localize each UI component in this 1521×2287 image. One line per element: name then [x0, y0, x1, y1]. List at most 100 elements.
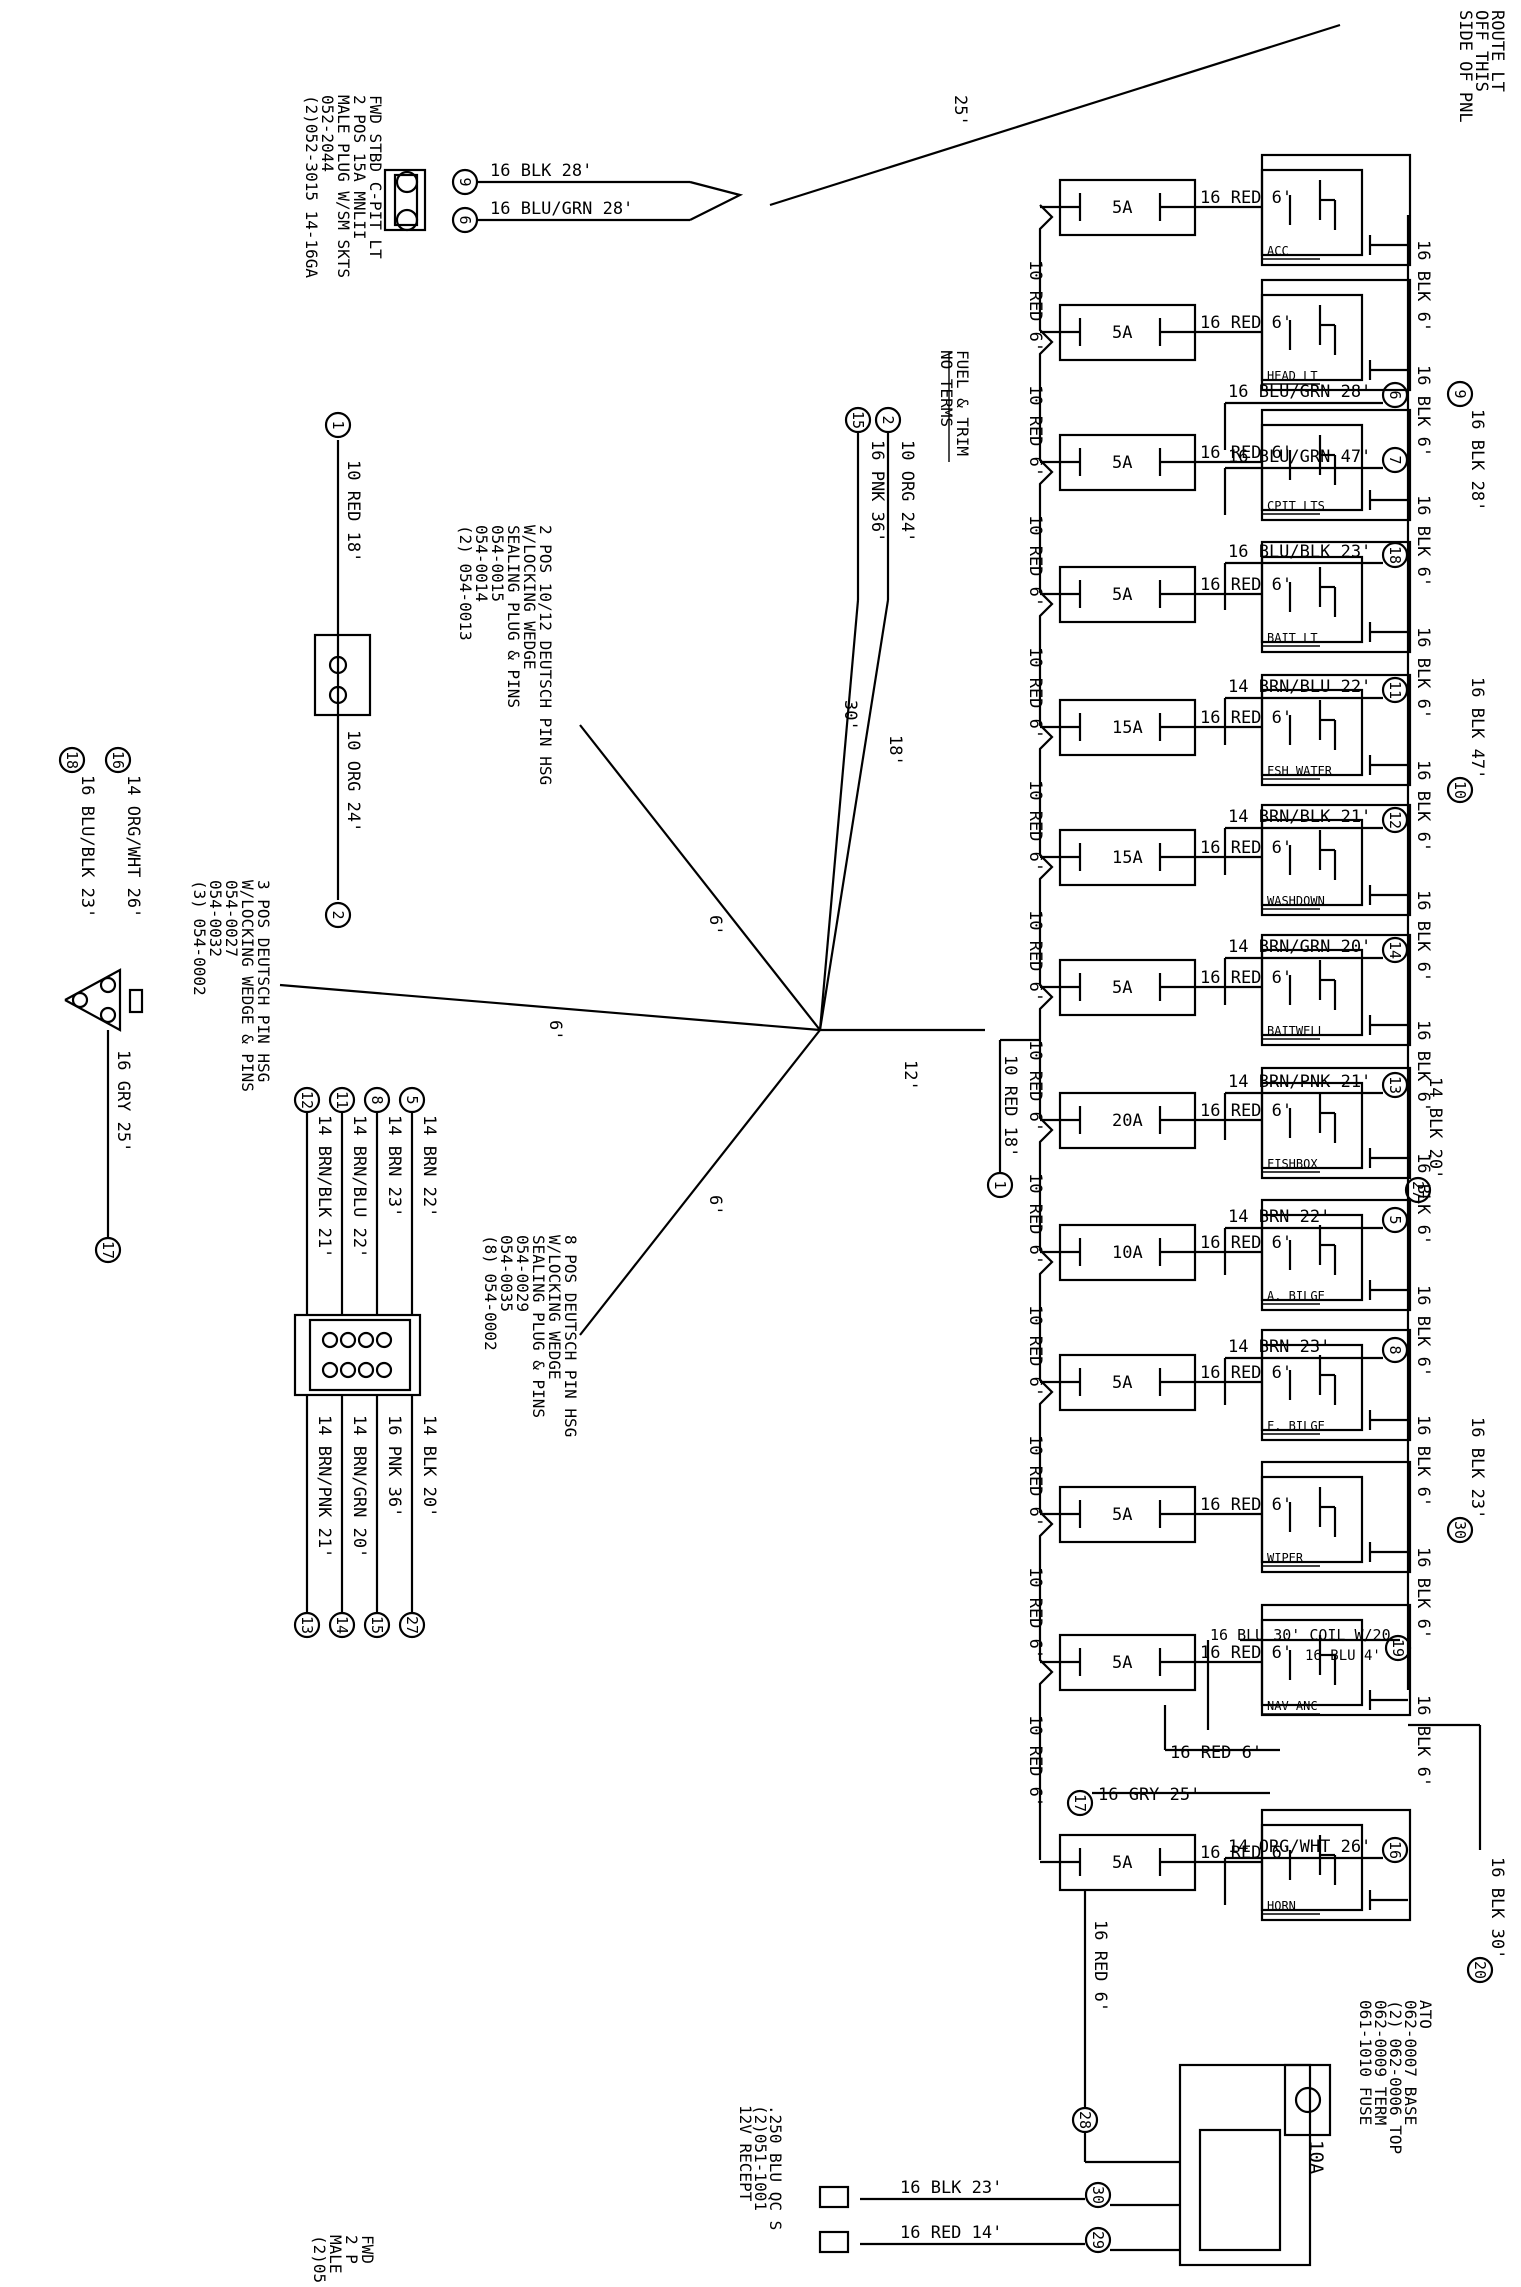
- deutsch8-wire-label: 14 BRN/PNK 21': [314, 1415, 334, 1558]
- corner-fragment: MALE: [326, 2235, 345, 2274]
- deutsch8-note: 8 POS DEUTSCH PIN HSG: [561, 1235, 580, 1437]
- pin-circle: [1381, 381, 1409, 409]
- stbd-note: (2)052-3015 14-16GA: [302, 95, 321, 278]
- feed-wire-label: 16 RED 6': [1200, 1363, 1292, 1383]
- pin-circle: [398, 1611, 426, 1639]
- fuse-rating: 5A: [1112, 1505, 1132, 1525]
- pin-circle: [324, 901, 352, 929]
- pin-number: 13: [1386, 1076, 1404, 1094]
- pin-number: 30: [1451, 1521, 1469, 1539]
- ato-note: 061-1010 FUSE: [1356, 2000, 1375, 2125]
- fuse-holder: [1058, 958, 1197, 1017]
- route-line: [769, 23, 1341, 207]
- recept-note: .250 BLU QC S: [766, 2105, 785, 2230]
- bus-wire-label: 10 RED 6': [1025, 780, 1045, 872]
- bus-tap-label: 10 RED 18': [1000, 1055, 1020, 1157]
- feed-wire-label: 16 RED 6': [1200, 1495, 1292, 1515]
- switch-body: [1260, 948, 1364, 1037]
- pin-circle: [1381, 1071, 1409, 1099]
- stbd-wire-label: 16 BLU/GRN 28': [490, 199, 633, 219]
- switch-body: [1260, 1618, 1364, 1707]
- feed-wire-label: 16 RED 6': [1200, 1233, 1292, 1253]
- switch-label: HORN: [1267, 1899, 1296, 1913]
- recept-terminal: [818, 2185, 850, 2209]
- deutsch8-pin: [339, 1361, 357, 1379]
- pin-number: 10: [1451, 781, 1469, 799]
- bus-wire-label: 10 RED 6': [1025, 260, 1045, 352]
- ground-output-label: 14 BLK 20': [1425, 1077, 1445, 1179]
- pin-circle: [451, 168, 479, 196]
- deutsch8-note: 054-0035: [497, 1235, 516, 1312]
- pin-number: 17: [1071, 1794, 1089, 1812]
- fuse-holder: [1058, 1833, 1197, 1892]
- stbd-wire-label: 16 BLK 28': [490, 161, 592, 181]
- fuse-holder: [1058, 565, 1197, 624]
- deutsch8-note: (8) 054-0002: [481, 1235, 500, 1351]
- deutsch2-wire-label: 10 RED 18': [343, 460, 363, 562]
- pin-circle: [328, 1086, 356, 1114]
- deutsch3-wire-label: 16 GRY 25': [113, 1050, 133, 1152]
- deutsch8-wire-label: 14 BRN 23': [384, 1115, 404, 1217]
- pin-number: 11: [333, 1091, 351, 1109]
- fuse-holder: [1058, 433, 1197, 492]
- switch-label: CPIT LTS: [1267, 499, 1325, 513]
- deutsch3-note: 054-0027: [222, 880, 241, 957]
- fuse-holder: [1058, 1353, 1197, 1412]
- fuse-rating: 5A: [1112, 978, 1132, 998]
- fuse-holder: [1058, 1633, 1197, 1692]
- deutsch3-wire-label: 16 BLU/BLK 23': [77, 775, 97, 918]
- fuse-rating: 20A: [1112, 1111, 1143, 1131]
- fuse-rating: 5A: [1112, 1373, 1132, 1393]
- fuse-holder: [1058, 698, 1197, 757]
- pin-circle: [363, 1611, 391, 1639]
- ground-wire-label: 16 BLK 6': [1413, 1695, 1433, 1787]
- deutsch8-inner: [308, 1318, 412, 1392]
- ground-wire-label: 16 BLK 6': [1413, 1285, 1433, 1377]
- deutsch8-pin: [375, 1331, 393, 1349]
- pin-circle: [874, 406, 902, 434]
- pin-circle: [986, 1171, 1014, 1199]
- pin-number: 8: [1386, 1345, 1404, 1354]
- deutsch8-pin: [321, 1331, 339, 1349]
- ground-wire-label: 16 BLK 6': [1413, 1415, 1433, 1507]
- deutsch8-pin: [375, 1361, 393, 1379]
- pin-circle: [104, 746, 132, 774]
- deutsch2-pin: [328, 655, 348, 675]
- ground-wire-label: 16 BLK 6': [1413, 760, 1433, 852]
- switch-body: [1260, 555, 1364, 644]
- ground-output-label: 16 BLK 28': [1467, 409, 1487, 511]
- fuse-rating: 15A: [1112, 718, 1143, 738]
- harness-length: 30': [840, 700, 860, 731]
- ato-note: 062-0007 BASE: [1401, 2000, 1420, 2125]
- pin-circle: [1084, 2226, 1112, 2254]
- ground-wire-label: 16 BLK 6': [1413, 495, 1433, 587]
- pin-circle: [1446, 380, 1474, 408]
- pin-number: 6: [456, 215, 474, 224]
- switch-label: F. BILGE: [1267, 1419, 1325, 1433]
- pin-circle: [94, 1236, 122, 1264]
- pin-circle: [1381, 936, 1409, 964]
- output-wire-label: 14 BRN/BLU 22': [1228, 677, 1371, 697]
- ato-holder: [1178, 2063, 1312, 2267]
- pin-number: 15: [368, 1616, 386, 1634]
- pin-number: 16: [109, 751, 127, 769]
- fuse-holder: [1058, 1485, 1197, 1544]
- pin-number: 29: [1089, 2231, 1107, 2249]
- feed-wire-label: 16 RED 6': [1200, 708, 1292, 728]
- pin-number: 5: [1386, 1215, 1404, 1224]
- nav-red-label: 16 RED 6': [1170, 1743, 1262, 1763]
- switch-body: [1260, 1475, 1364, 1564]
- pin-number: 20: [1471, 1961, 1489, 1979]
- harness-length: 18': [885, 735, 905, 766]
- switch-body: [1260, 1081, 1364, 1170]
- output-wire-label: 14 ORG/WHT 26': [1228, 1837, 1371, 1857]
- fuse-holder: [1058, 828, 1197, 887]
- pin-circle: [844, 406, 872, 434]
- harness-branch: [579, 1029, 821, 1336]
- switch-label: NAV ANC: [1267, 1699, 1318, 1713]
- deutsch8-wire-label: 14 BRN/BLK 21': [314, 1115, 334, 1258]
- ground-wire-label: 16 BLK 6': [1413, 240, 1433, 332]
- pin-number: 13: [298, 1616, 316, 1634]
- pin-number: 11: [1386, 681, 1404, 699]
